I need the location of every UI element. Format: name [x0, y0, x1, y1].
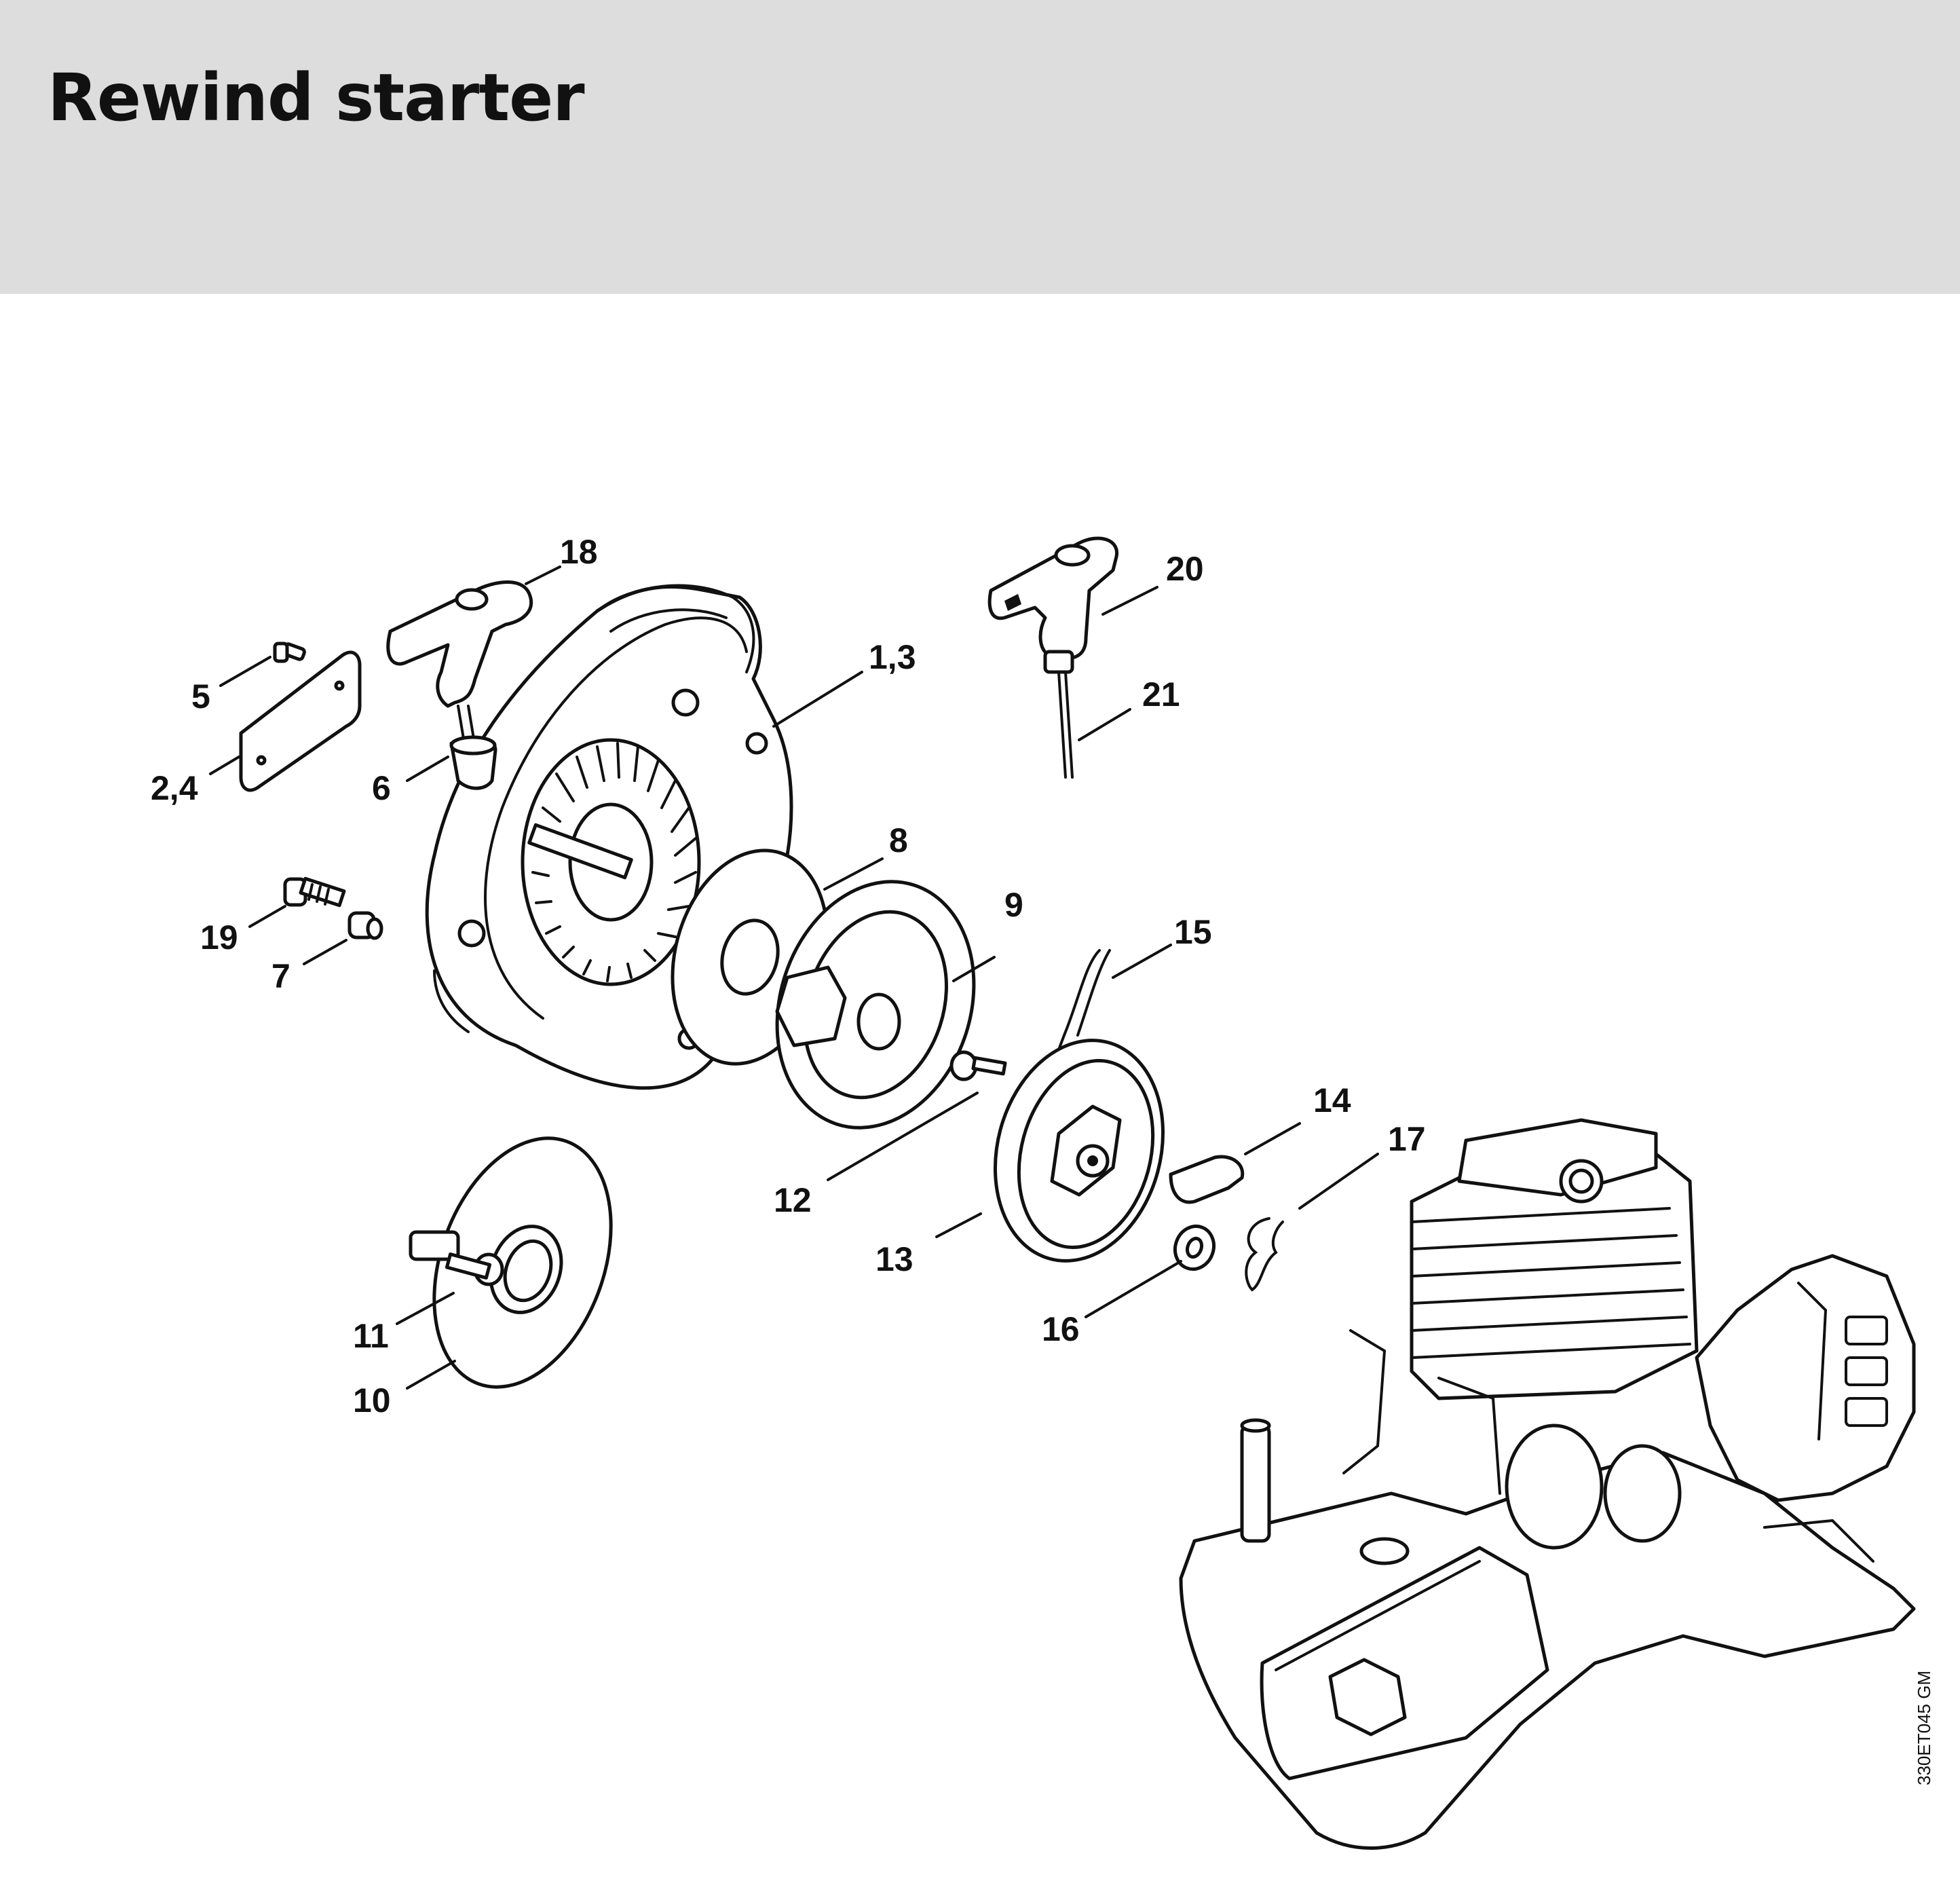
- leader-16: [1085, 1260, 1182, 1318]
- nut-part-11[interactable]: [409, 1230, 504, 1286]
- callout-14: 14: [1313, 1081, 1351, 1119]
- page-header: Rewind starter: [0, 0, 1960, 294]
- callout-7: 7: [271, 957, 290, 995]
- callout-9: 9: [1004, 886, 1023, 924]
- engine-crankcase: [1179, 1118, 1916, 1850]
- callout-5: 5: [191, 677, 210, 715]
- leader-7: [303, 939, 347, 965]
- callout-17: 17: [1388, 1120, 1426, 1158]
- callout-21: 21: [1142, 675, 1180, 713]
- leader-1-3: [772, 671, 863, 728]
- leader-21: [1078, 708, 1131, 741]
- starter-cover-part-9[interactable]: [747, 856, 1005, 1153]
- leader-9: [952, 956, 996, 982]
- leader-12: [827, 1092, 979, 1181]
- callout-19: 19: [200, 918, 238, 956]
- fan-wheel-part-10[interactable]: [402, 1113, 643, 1411]
- cover-plate-part-2-4[interactable]: [239, 650, 362, 792]
- pawl-part-14[interactable]: [1169, 1155, 1245, 1204]
- callout-11: 11: [353, 1317, 389, 1355]
- rope-rotor-part-13[interactable]: [971, 1022, 1186, 1280]
- callout-15: 15: [1174, 913, 1212, 951]
- starter-grip-part-20[interactable]: [987, 536, 1118, 674]
- leader-8: [823, 857, 884, 891]
- screw-part-19[interactable]: [283, 876, 346, 908]
- leader-19: [248, 905, 286, 928]
- spacer-part-7[interactable]: [347, 911, 383, 940]
- callout-2-4: 2,4: [151, 769, 198, 807]
- callout-labels: 18 20 1,3 21 5 2,4 6 8 9 15 19 7 14 17 1…: [151, 533, 1426, 1419]
- callout-10: 10: [353, 1381, 391, 1419]
- leader-2-4: [209, 756, 240, 775]
- callout-1-3: 1,3: [869, 638, 916, 676]
- fan-housing[interactable]: [425, 584, 793, 1090]
- leader-11: [396, 1292, 455, 1325]
- leader-20: [1101, 586, 1158, 616]
- leader-10: [406, 1360, 456, 1390]
- spring-clip-part-17[interactable]: [1245, 1217, 1284, 1292]
- leader-13: [935, 1212, 982, 1238]
- screw-part-5[interactable]: [273, 641, 306, 663]
- leader-14: [1244, 1122, 1301, 1155]
- leader-6: [406, 756, 449, 782]
- callout-18: 18: [560, 533, 598, 571]
- leader-lines: [209, 565, 1379, 1390]
- callout-12: 12: [774, 1181, 812, 1219]
- leader-18: [525, 565, 561, 585]
- callout-20: 20: [1166, 550, 1204, 588]
- callout-13: 13: [875, 1240, 913, 1278]
- callout-16: 16: [1042, 1310, 1080, 1348]
- leader-17: [1298, 1153, 1379, 1210]
- starter-rope-part-21[interactable]: [1057, 671, 1074, 779]
- screw-part-12[interactable]: [949, 1050, 1007, 1081]
- leader-5: [219, 656, 271, 687]
- callout-8: 8: [889, 821, 908, 859]
- washer-part-16[interactable]: [1169, 1221, 1220, 1274]
- rope-guide-bush-part-6[interactable]: [449, 735, 497, 790]
- callout-6: 6: [372, 769, 391, 807]
- drawing-reference-number: 330ET045 GM: [1914, 1670, 1934, 1785]
- page-title: Rewind starter: [48, 60, 585, 136]
- leader-15: [1112, 944, 1172, 979]
